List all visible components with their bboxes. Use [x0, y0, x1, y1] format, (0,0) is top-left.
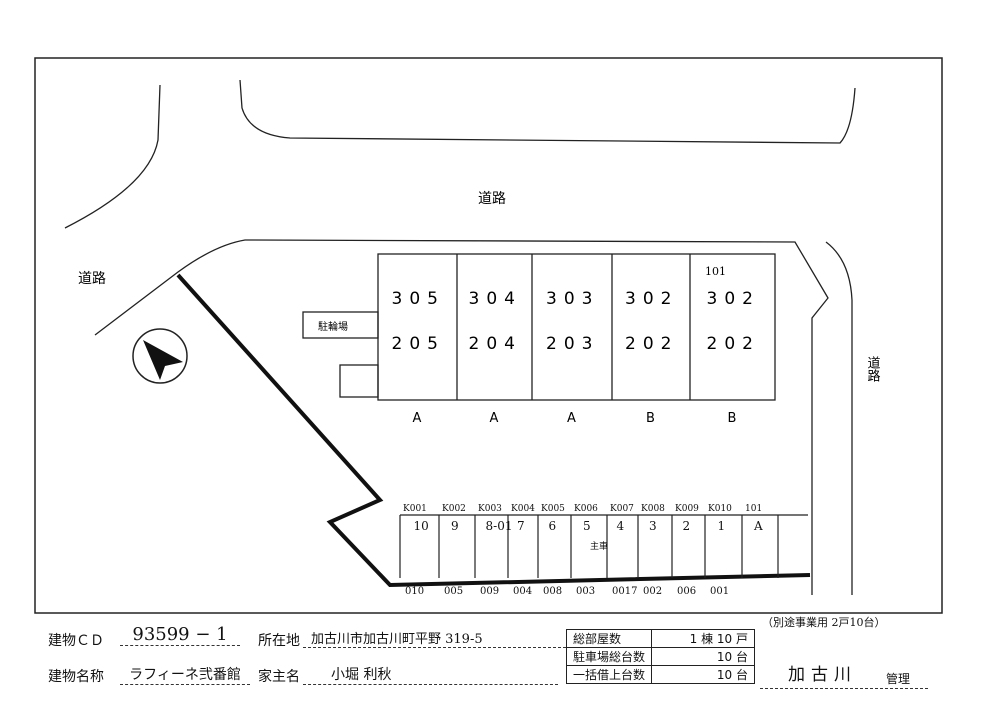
owner-value: 小堀 利秋 [303, 664, 558, 685]
parking-code: K004 [511, 504, 535, 514]
parking-code: K008 [641, 504, 665, 514]
parking-code: K009 [675, 504, 699, 514]
building-cd-label: 建物ＣＤ [48, 633, 104, 649]
unit-upper: 303 [546, 289, 599, 309]
parking-number: 2 [683, 519, 691, 533]
parking-bottom-code: 004 [513, 586, 532, 597]
parking-number: 9 [451, 519, 459, 533]
location-label: 所在地 [258, 633, 300, 649]
parking-code: K010 [708, 504, 732, 514]
plan-frame [34, 57, 943, 614]
summary-value: 10 台 [651, 665, 756, 684]
building-cd-value: 93599 − 1 [120, 624, 240, 646]
unit-upper: 302 [625, 289, 678, 309]
parking-code: K002 [442, 504, 466, 514]
unit-type: B [646, 411, 655, 426]
unit-lower: 202 [625, 334, 678, 354]
unit-note: 101 [705, 265, 726, 278]
road-label-left: 道路 [78, 271, 106, 287]
parking-bottom-code: 008 [543, 586, 562, 597]
summary-label: 一括借上台数 [565, 665, 653, 684]
unit-lower: 202 [707, 334, 760, 354]
road-lines [64, 79, 856, 595]
parking-number: 7 [517, 519, 525, 533]
parking-number: 10 [414, 519, 429, 533]
building-name-label: 建物名称 [48, 669, 104, 685]
road-label-right: 道路 [865, 356, 881, 382]
parking-code: K003 [478, 504, 502, 514]
parking-code: K001 [403, 504, 427, 514]
building [302, 253, 776, 401]
parking-code: K007 [610, 504, 634, 514]
office-suffix: 管理 [886, 672, 911, 686]
summary-label: 駐車場総台数 [565, 647, 653, 666]
lot-boundary [176, 273, 811, 588]
parking-code: 101 [745, 504, 762, 514]
parking-bottom-code: 006 [677, 586, 696, 597]
road-label-top: 道路 [478, 191, 506, 207]
parking-number: 8-01 [486, 519, 513, 533]
parking-code: K005 [541, 504, 565, 514]
parking-bottom-code: 009 [480, 586, 499, 597]
parking-mark: 主車 [590, 540, 608, 552]
parking-number: 6 [549, 519, 557, 533]
note: （別途事業用 2戸10台） [762, 616, 886, 629]
unit-upper: 302 [707, 289, 760, 309]
parking-number: 3 [649, 519, 657, 533]
unit-type: A [413, 411, 422, 426]
unit-type: B [728, 411, 737, 426]
parking-number: 4 [617, 519, 625, 533]
unit-lower: 205 [392, 334, 445, 354]
unit-lower: 204 [469, 334, 522, 354]
summary-value: 10 台 [651, 647, 756, 666]
unit-upper: 305 [392, 289, 445, 309]
unit-type: A [567, 411, 576, 426]
bike-parking-label: 駐輪場 [318, 320, 348, 333]
building-name-value: ラフィーネ弐番館 [120, 664, 250, 685]
parking-number: 1 [718, 519, 726, 533]
office-line: 加古川 管理 [760, 660, 928, 689]
office-name: 加古川 [788, 665, 857, 685]
location-value: 加古川市加古川町平野 319-5 [303, 628, 566, 648]
parking-bottom-code: 010 [405, 586, 424, 597]
north-arrow-icon [132, 328, 188, 384]
parking-number: A [753, 519, 763, 533]
parking-bottom-code: 0017 [612, 586, 637, 597]
parking-code: K006 [574, 504, 598, 514]
parking-number: 5 [583, 519, 591, 533]
parking-bottom-code: 003 [576, 586, 595, 597]
unit-lower: 203 [546, 334, 599, 354]
owner-label: 家主名 [258, 669, 300, 685]
unit-upper: 304 [469, 289, 522, 309]
summary-label: 総部屋数 [565, 629, 653, 648]
parking-bottom-code: 002 [643, 586, 662, 597]
parking-bottom-code: 001 [710, 586, 729, 597]
parking-bottom-code: 005 [444, 586, 463, 597]
unit-type: A [490, 411, 499, 426]
summary-value: 1 棟 10 戸 [651, 629, 756, 648]
